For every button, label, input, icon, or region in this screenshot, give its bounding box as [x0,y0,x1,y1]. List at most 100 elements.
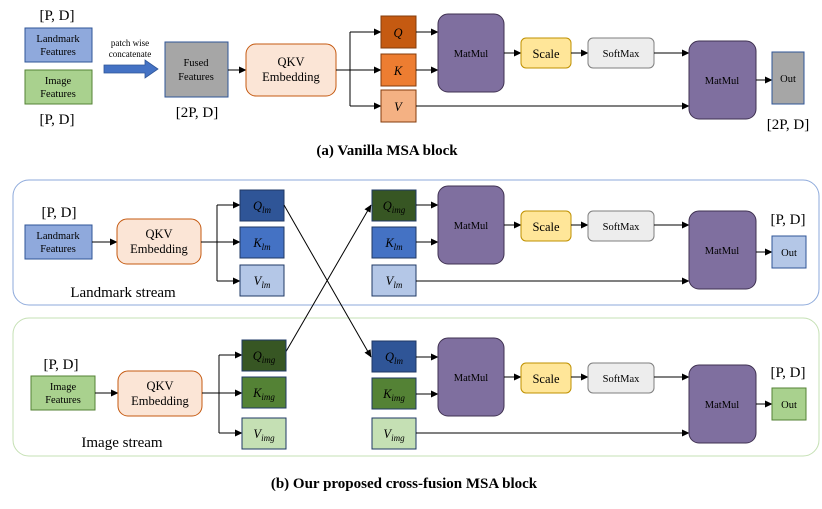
img-q-base: Q [253,349,262,363]
img-q-in-box [371,340,417,373]
img-k-in-base: K [382,387,392,401]
cross-fusion-block: [P, D] Landmark Features QKV Embedding Q… [12,179,820,492]
lm-qkv-label-2: Embedding [130,242,188,256]
vanilla-v-label: V [394,100,403,114]
vanilla-input-dims-bottom: [P, D] [39,112,74,128]
lm-matmul-2-label: MatMul [705,246,740,257]
lm-input-label-1: Landmark [36,231,80,242]
vanilla-landmark-label-2: Features [40,47,76,58]
img-k-label: Kimg [252,386,275,402]
img-out [771,387,807,421]
cross-line-lm-to-img [283,204,372,358]
img-v-in-label: Vimg [383,427,405,443]
lm-v-base: V [254,274,263,288]
fused-label-1: Fused [183,58,209,69]
lm-softmax [587,210,655,242]
cross-line-img-to-lm [283,204,372,356]
lm-k-box [239,226,285,259]
vanilla-block: [P, D] Landmark Features Image Features … [24,8,810,159]
lm-k-base: K [252,236,262,250]
lm-v-sub: lm [261,280,271,290]
lm-stream-label: Landmark stream [70,285,176,301]
cross-caption: (b) Our proposed cross-fusion MSA block [271,476,538,492]
vanilla-q-label: Q [393,26,402,40]
lm-q-in-sub: img [392,205,406,215]
lm-v-box [239,264,285,297]
lm-scale-label: Scale [532,220,560,234]
vanilla-matmul-2-label: MatMul [705,76,740,87]
lm-softmax-label: SoftMax [603,222,641,233]
lm-input-box [24,224,93,260]
lm-input-dims: [P, D] [41,205,76,221]
lm-q-box [239,189,285,222]
vanilla-v-box [380,89,417,123]
lm-v-label: Vlm [254,274,271,290]
img-q-in-sub: lm [394,356,404,366]
img-v-in-base: V [383,427,392,441]
img-out-label: Out [781,400,797,411]
lm-out-label: Out [781,248,797,259]
img-input-label-1: Image [50,382,77,393]
lm-q-label: Qlm [253,199,272,215]
lm-k-label: Klm [252,236,271,252]
vanilla-k-box [380,53,417,87]
image-stream-container [12,317,820,457]
img-softmax-label: SoftMax [603,374,641,385]
lm-k-in-base: K [384,236,394,250]
vanilla-matmul-1-label: MatMul [454,49,489,60]
lm-k-in-sub: lm [394,242,404,252]
lm-q-in-box [371,189,417,222]
img-out-dims: [P, D] [770,365,805,381]
lm-q-in-label: Qimg [383,199,406,215]
img-q-in-base: Q [385,350,394,364]
img-qkv-label-2: Embedding [131,394,189,408]
vanilla-landmark-label-1: Landmark [36,34,80,45]
vanilla-out [771,51,805,105]
vanilla-scale-label: Scale [532,47,560,61]
fused-features-box [164,41,229,98]
img-v-in-sub: img [391,433,405,443]
vanilla-qkv-label-1: QKV [277,55,304,69]
img-qkv-label-1: QKV [146,379,173,393]
lm-v-in-sub: lm [393,280,403,290]
lm-q-sub: lm [262,205,272,215]
img-scale [520,362,572,394]
concat-label-2: concatenate [109,49,151,59]
img-stream-label: Image stream [81,435,163,451]
img-q-sub: img [262,355,276,365]
vanilla-k-label: K [393,64,403,78]
img-k-box [241,376,287,409]
img-input-dims: [P, D] [43,357,78,373]
lm-matmul-1-label: MatMul [454,221,489,232]
fused-dims: [2P, D] [176,105,219,121]
lm-v-in-box [371,264,417,297]
vanilla-softmax-label: SoftMax [603,49,641,60]
img-softmax [587,362,655,394]
vanilla-qkv-label-2: Embedding [262,70,320,84]
img-v-sub: img [261,433,275,443]
img-v-box [241,417,287,450]
concat-label-1: patch wise [111,38,149,48]
img-scale-label: Scale [532,372,560,386]
lm-qkv-label-1: QKV [145,227,172,241]
lm-v-in-base: V [386,274,395,288]
vanilla-out-dims: [2P, D] [767,117,810,133]
img-q-in-label: Qlm [385,350,404,366]
img-k-base: K [252,386,262,400]
img-matmul-2-label: MatMul [705,400,740,411]
vanilla-input-dims-top: [P, D] [39,8,74,24]
vanilla-image-label-2: Features [40,89,76,100]
lm-k-sub: lm [262,242,272,252]
img-q-box [241,339,287,372]
lm-q-base: Q [253,199,262,213]
lm-out-dims: [P, D] [770,212,805,228]
vanilla-landmark-features-box [24,27,93,63]
vanilla-image-features-box [24,69,93,105]
img-q-label: Qimg [253,349,276,365]
vanilla-caption: (a) Vanilla MSA block [316,143,458,159]
vanilla-q-box [380,15,417,49]
lm-scale [520,210,572,242]
lm-input-label-2: Features [40,244,76,255]
img-k-in-sub: img [391,393,405,403]
